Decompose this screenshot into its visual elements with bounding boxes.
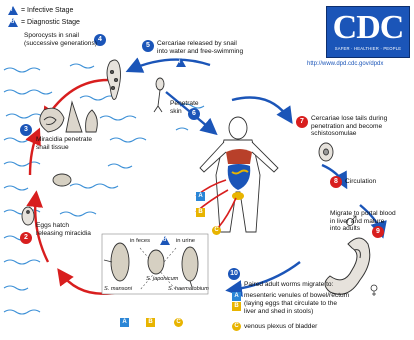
site-a-note-line-2: liver and shed in stools) — [244, 308, 337, 316]
step-6-line-1: Penetrate — [170, 100, 199, 108]
step-7-line-2: penetration and become — [311, 123, 387, 131]
s-haematobium-label: S. haematobium — [168, 286, 209, 292]
badge-b-site: B — [232, 302, 241, 311]
cdc-logo-word: CDC — [327, 9, 409, 47]
step-3-line-1: Miracidia penetrate — [36, 136, 92, 144]
step-10-label: Paired adult worms migrate to: — [244, 281, 333, 289]
cdc-logo-tagline: SAFER · HEALTHIER · PEOPLE — [327, 46, 409, 51]
source-url[interactable]: http://www.dpd.cdc.gov/dpdx — [307, 61, 383, 67]
site-a-note: (laying eggs that circulate to the liver… — [244, 300, 337, 315]
step-9-line-2: in liver and mature — [330, 218, 396, 226]
step-2-label: Eggs hatch releasing miracidia — [36, 222, 91, 237]
step-6-badge: 6 — [188, 108, 200, 120]
step-3-label: Miracidia penetrate snail tissue — [36, 136, 92, 151]
cdc-logo: CDC SAFER · HEALTHIER · PEOPLE — [326, 6, 410, 58]
in-feces-label: in feces — [130, 238, 150, 245]
step-2-line-1: Eggs hatch — [36, 222, 91, 230]
site-c-label: venous plexus of bladder — [244, 323, 317, 331]
step-9-label: Migrate to portal blood in liver and mat… — [330, 210, 396, 233]
legend-infective-label: = Infective Stage — [21, 7, 73, 14]
miracidium — [22, 207, 34, 225]
cercaria — [154, 78, 164, 112]
step-7-line-3: schistosomulae — [311, 130, 387, 138]
hatching-egg — [53, 174, 71, 186]
egg-diagnostic-icon: d — [160, 236, 170, 245]
step-9-badge: 9 — [372, 226, 384, 238]
badge-c-site: C — [232, 322, 241, 331]
infective-stage-icon: i — [8, 6, 18, 15]
egg-badge-a: A — [120, 318, 129, 327]
legend-diagnostic-label: = Diagnostic Stage — [21, 19, 80, 26]
human-badge-a: A — [196, 192, 205, 201]
step-7-badge: 7 — [296, 116, 308, 128]
egg-badge-b: B — [146, 318, 155, 327]
step-9-line-1: Migrate to portal blood — [330, 210, 396, 218]
step-5-label: Cercariae released by snail into water a… — [157, 40, 243, 55]
s-mansoni-label: S. mansoni — [104, 286, 132, 292]
step-5-badge: 5 — [142, 40, 154, 52]
step-8-label: Circulation — [345, 178, 376, 186]
badge-a-site: A — [232, 292, 241, 301]
human-badge-b: B — [196, 208, 205, 217]
step-4-line-2: (successive generations) — [24, 40, 97, 48]
s-japonicum-label: S. japonicum — [146, 276, 178, 282]
step-7-label: Cercariae lose tails during penetration … — [311, 115, 387, 138]
step-5-line-2: into water and free-swimming — [157, 48, 243, 56]
step-4-text: Sporocysts in snail (successive generati… — [24, 32, 97, 47]
legend-infective: i = Infective Stage — [8, 6, 73, 15]
step-9-line-3: into adults — [330, 225, 396, 233]
in-urine-label: in urine — [176, 238, 195, 245]
step-8-badge: 8 — [330, 176, 342, 188]
legend-diagnostic: d = Diagnostic Stage — [8, 18, 80, 27]
step-3-line-2: snail tissue — [36, 144, 92, 152]
human-badge-c: C — [212, 226, 221, 235]
diagnostic-stage-icon: d — [8, 18, 18, 27]
sporocyst — [107, 60, 121, 100]
egg-badge-c: C — [174, 318, 183, 327]
site-a-note-line-1: (laying eggs that circulate to the — [244, 300, 337, 308]
step-4-line-1: Sporocysts in snail — [24, 32, 97, 40]
step-2-badge: 2 — [20, 232, 32, 244]
step-5-line-1: Cercariae released by snail — [157, 40, 243, 48]
step-5-infective-icon: i — [176, 58, 186, 67]
schistosomulum — [319, 143, 333, 161]
step-10-badge: 10 — [228, 268, 240, 280]
step-2-line-2: releasing miracidia — [36, 230, 91, 238]
step-3-badge: 3 — [20, 124, 32, 136]
step-7-line-1: Cercariae lose tails during — [311, 115, 387, 123]
site-a-label: mesenteric venules of bowel/rectum — [244, 292, 349, 300]
snail-shells — [40, 102, 98, 132]
